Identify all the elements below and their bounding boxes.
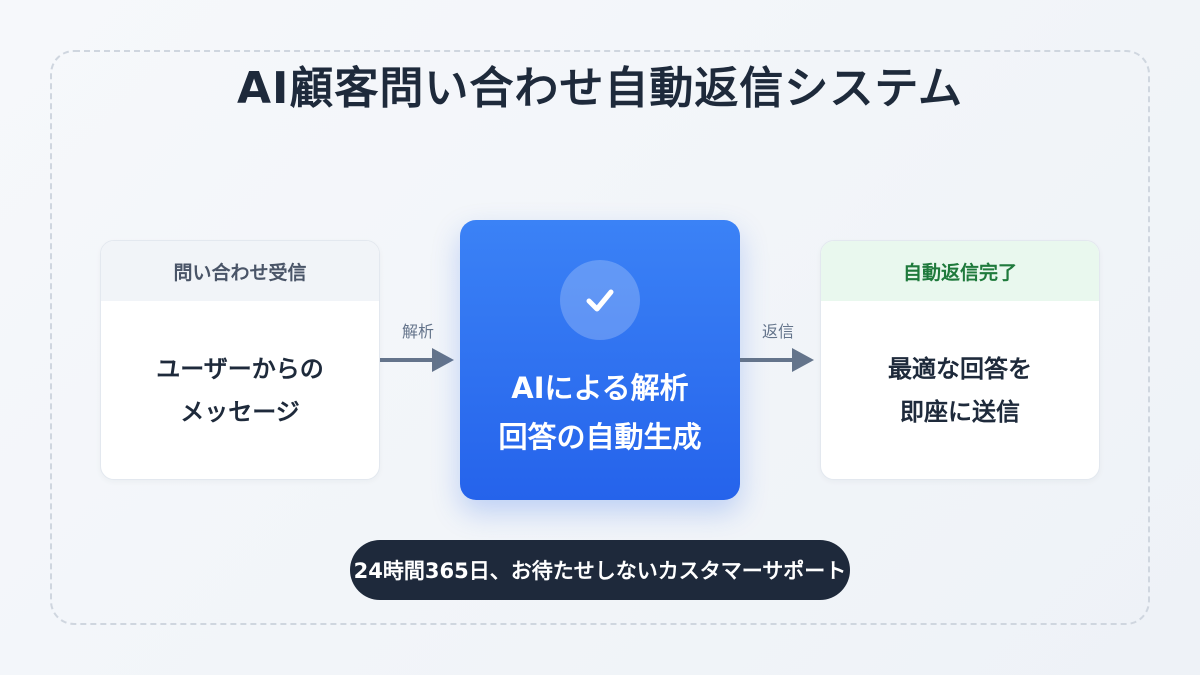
- step-receive-card: 問い合わせ受信 ユーザーからの メッセージ: [100, 240, 380, 480]
- step-receive-line1: ユーザーからの: [156, 354, 324, 383]
- step-complete-header: 自動返信完了: [821, 241, 1099, 301]
- arrow-reply-label: 返信: [761, 322, 794, 341]
- step-complete-line2: 即座に送信: [900, 398, 1020, 426]
- check-icon: [560, 260, 640, 340]
- arrow-analyze-label: 解析: [401, 322, 434, 341]
- step-process-line1: AIによる解析: [511, 371, 689, 405]
- footer-tagline: 24時間365日、お待たせしないカスタマーサポート: [350, 540, 850, 600]
- step-complete-line1: 最適な回答を: [888, 354, 1032, 383]
- arrow-right-icon: [380, 348, 454, 372]
- step-receive-line2: メッセージ: [180, 398, 300, 426]
- step-complete-body: 最適な回答を 即座に送信: [821, 301, 1099, 479]
- diagram-title: AI顧客問い合わせ自動返信システム: [236, 63, 964, 114]
- step-process-line2: 回答の自動生成: [498, 420, 702, 455]
- step-receive-body: ユーザーからの メッセージ: [101, 301, 379, 479]
- arrow-right-icon: [740, 348, 814, 372]
- arrow-analyze: 解析: [378, 318, 458, 378]
- step-complete-card: 自動返信完了 最適な回答を 即座に送信: [820, 240, 1100, 480]
- arrow-reply: 返信: [738, 318, 818, 378]
- step-process-body: AIによる解析 回答の自動生成: [498, 364, 701, 463]
- diagram-frame: [50, 50, 1150, 625]
- step-receive-header: 問い合わせ受信: [101, 241, 379, 301]
- step-process-card: AIによる解析 回答の自動生成: [460, 220, 740, 500]
